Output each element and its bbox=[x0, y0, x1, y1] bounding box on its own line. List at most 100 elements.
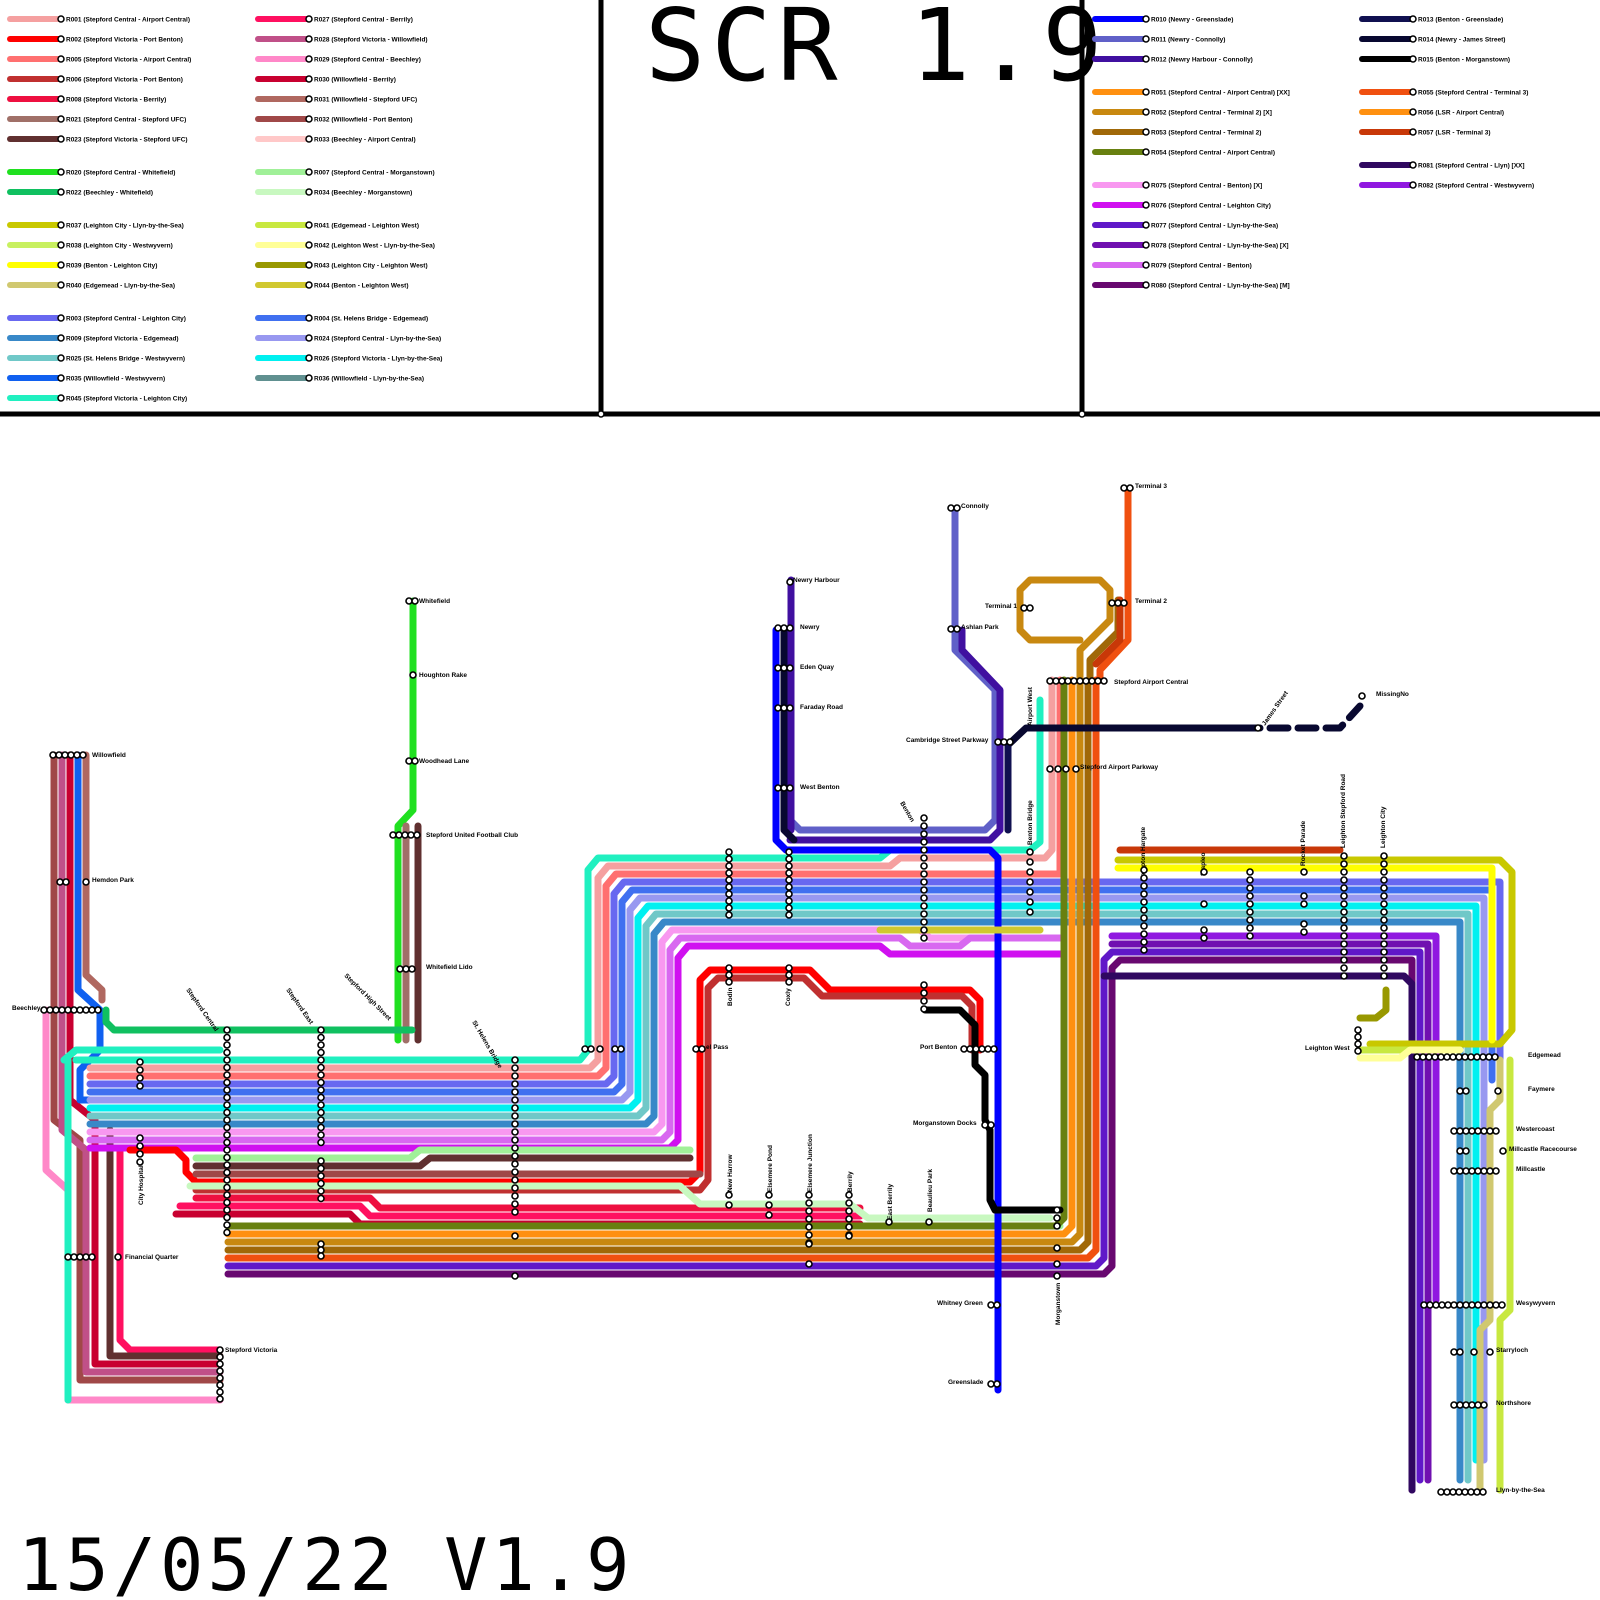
station-stop-marker[interactable] bbox=[406, 598, 412, 604]
station-label-leighton-west[interactable]: Leighton West bbox=[1305, 1045, 1350, 1052]
station-stop-marker[interactable] bbox=[1047, 678, 1053, 684]
station-stop-marker[interactable] bbox=[1381, 893, 1387, 899]
station-label-stepford-ufc[interactable]: Stepford United Football Club bbox=[426, 832, 518, 839]
station-stop-marker[interactable] bbox=[775, 665, 781, 671]
station-stop-marker[interactable] bbox=[1355, 1041, 1361, 1047]
station-stop-marker[interactable] bbox=[921, 919, 927, 925]
station-stop-marker[interactable] bbox=[318, 1087, 324, 1093]
station-stop-marker[interactable] bbox=[1083, 678, 1089, 684]
station-stop-marker[interactable] bbox=[846, 1192, 852, 1198]
station-stop-marker[interactable] bbox=[512, 1185, 518, 1191]
station-stop-marker[interactable] bbox=[786, 856, 792, 862]
station-stop-marker[interactable] bbox=[512, 1113, 518, 1119]
station-stop-marker[interactable] bbox=[1481, 1302, 1487, 1308]
station-label-westercoast[interactable]: Westercoast bbox=[1516, 1126, 1555, 1133]
station-stop-marker[interactable] bbox=[1341, 853, 1347, 859]
station-stop-marker[interactable] bbox=[988, 1122, 994, 1128]
station-stop-marker[interactable] bbox=[995, 739, 1001, 745]
station-label-port-benton[interactable]: Port Benton bbox=[920, 1044, 957, 1051]
station-stop-marker[interactable] bbox=[806, 1192, 812, 1198]
station-stop-marker[interactable] bbox=[512, 1193, 518, 1199]
station-stop-marker[interactable] bbox=[699, 1046, 705, 1052]
station-stop-marker[interactable] bbox=[83, 1254, 89, 1260]
station-stop-marker[interactable] bbox=[921, 982, 927, 988]
station-stop-marker[interactable] bbox=[1475, 1128, 1481, 1134]
station-stop-marker[interactable] bbox=[1301, 893, 1307, 899]
station-stop-marker[interactable] bbox=[1381, 909, 1387, 915]
station-stop-marker[interactable] bbox=[726, 870, 732, 876]
station-stop-marker[interactable] bbox=[921, 823, 927, 829]
station-stop-marker[interactable] bbox=[786, 870, 792, 876]
station-stop-marker[interactable] bbox=[1141, 947, 1147, 953]
station-label-westwyvern[interactable]: Wesywyvern bbox=[1516, 1300, 1555, 1307]
station-label-benton-bridge[interactable]: Benton Bridge bbox=[1027, 800, 1034, 845]
station-stop-marker[interactable] bbox=[1341, 941, 1347, 947]
station-stop-marker[interactable] bbox=[1341, 973, 1347, 979]
station-stop-marker[interactable] bbox=[921, 990, 927, 996]
station-stop-marker[interactable] bbox=[1475, 1402, 1481, 1408]
station-stop-marker[interactable] bbox=[1463, 1402, 1469, 1408]
station-stop-marker[interactable] bbox=[224, 1192, 230, 1198]
station-stop-marker[interactable] bbox=[1493, 1302, 1499, 1308]
station-label-financial-quarter[interactable]: Financial Quarter bbox=[125, 1254, 179, 1261]
station-stop-marker[interactable] bbox=[1355, 1048, 1361, 1054]
station-stop-marker[interactable] bbox=[224, 1140, 230, 1146]
station-stop-marker[interactable] bbox=[224, 1087, 230, 1093]
station-stop-marker[interactable] bbox=[921, 887, 927, 893]
station-stop-marker[interactable] bbox=[137, 1151, 143, 1157]
station-stop-marker[interactable] bbox=[1468, 1489, 1474, 1495]
station-stop-marker[interactable] bbox=[224, 1095, 230, 1101]
station-stop-marker[interactable] bbox=[786, 965, 792, 971]
station-label-stepford-central[interactable]: Stepford Central bbox=[184, 987, 219, 1033]
station-stop-marker[interactable] bbox=[1055, 766, 1061, 772]
station-stop-marker[interactable] bbox=[961, 1046, 967, 1052]
station-label-eden-quay[interactable]: Eden Quay bbox=[800, 664, 834, 671]
station-stop-marker[interactable] bbox=[1474, 1054, 1480, 1060]
station-label-elsemere-pond[interactable]: Elsemere Pond bbox=[767, 1145, 774, 1192]
station-stop-marker[interactable] bbox=[1027, 879, 1033, 885]
station-stop-marker[interactable] bbox=[582, 1046, 588, 1052]
station-stop-marker[interactable] bbox=[512, 1153, 518, 1159]
station-stop-marker[interactable] bbox=[994, 1302, 1000, 1308]
station-stop-marker[interactable] bbox=[1109, 600, 1115, 606]
station-label-berrily[interactable]: Berrily bbox=[847, 1171, 854, 1192]
station-stop-marker[interactable] bbox=[1381, 933, 1387, 939]
station-stop-marker[interactable] bbox=[1054, 1273, 1060, 1279]
station-stop-marker[interactable] bbox=[224, 1132, 230, 1138]
station-stop-marker[interactable] bbox=[1468, 1054, 1474, 1060]
station-label-millcastle[interactable]: Millcastle bbox=[1516, 1166, 1546, 1173]
station-stop-marker[interactable] bbox=[1115, 600, 1121, 606]
station-label-stepford-airport-parkway[interactable]: Stepford Airport Parkway bbox=[1080, 764, 1159, 771]
station-stop-marker[interactable] bbox=[1121, 485, 1127, 491]
station-stop-marker[interactable] bbox=[217, 1375, 223, 1381]
station-stop-marker[interactable] bbox=[1444, 1054, 1450, 1060]
station-stop-marker[interactable] bbox=[512, 1073, 518, 1079]
station-stop-marker[interactable] bbox=[224, 1125, 230, 1131]
station-stop-marker[interactable] bbox=[1381, 853, 1387, 859]
station-stop-marker[interactable] bbox=[1201, 927, 1207, 933]
station-stop-marker[interactable] bbox=[512, 1065, 518, 1071]
station-stop-marker[interactable] bbox=[224, 1170, 230, 1176]
station-stop-marker[interactable] bbox=[1054, 1245, 1060, 1251]
station-stop-marker[interactable] bbox=[787, 705, 793, 711]
station-label-missingno[interactable]: MissingNo bbox=[1376, 691, 1409, 698]
station-stop-marker[interactable] bbox=[1480, 1489, 1486, 1495]
station-stop-marker[interactable] bbox=[62, 752, 68, 758]
station-stop-marker[interactable] bbox=[414, 832, 420, 838]
station-stop-marker[interactable] bbox=[41, 1007, 47, 1013]
station-stop-marker[interactable] bbox=[1463, 1088, 1469, 1094]
station-stop-marker[interactable] bbox=[1450, 1054, 1456, 1060]
station-stop-marker[interactable] bbox=[224, 1072, 230, 1078]
station-stop-marker[interactable] bbox=[1457, 1088, 1463, 1094]
station-stop-marker[interactable] bbox=[1381, 949, 1387, 955]
station-stop-marker[interactable] bbox=[1426, 1054, 1432, 1060]
station-stop-marker[interactable] bbox=[137, 1059, 143, 1065]
station-stop-marker[interactable] bbox=[217, 1368, 223, 1374]
station-stop-marker[interactable] bbox=[921, 911, 927, 917]
station-stop-marker[interactable] bbox=[1451, 1168, 1457, 1174]
station-label-woodhead-lane[interactable]: Woodhead Lane bbox=[419, 758, 469, 765]
station-stop-marker[interactable] bbox=[137, 1143, 143, 1149]
station-stop-marker[interactable] bbox=[921, 935, 927, 941]
station-stop-marker[interactable] bbox=[806, 1261, 812, 1267]
station-stop-marker[interactable] bbox=[726, 965, 732, 971]
